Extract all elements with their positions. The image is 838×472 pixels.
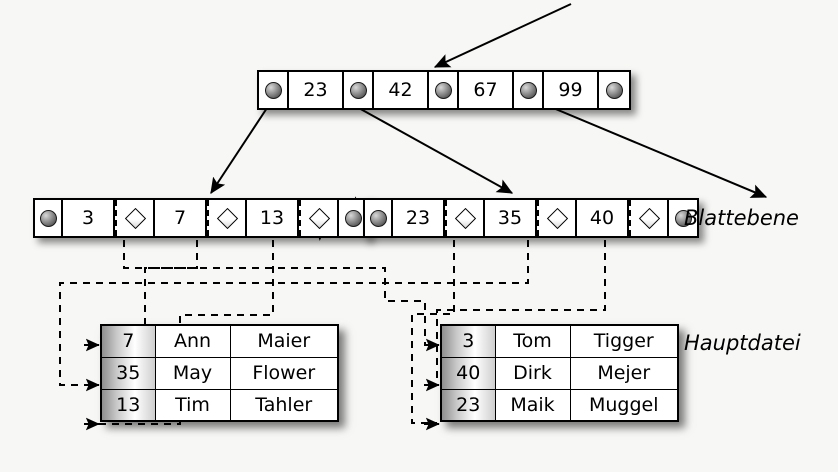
root-pointer-0[interactable] — [259, 72, 289, 108]
pointer-bullet-icon — [605, 81, 623, 99]
pointer-bullet-icon — [264, 81, 282, 99]
leaf-left-prev-pointer[interactable] — [35, 200, 63, 236]
record-key: 7 — [100, 324, 156, 358]
leaf-right-record-pointer-2[interactable] — [629, 200, 669, 236]
root-pointer-2[interactable] — [429, 72, 459, 108]
leaf-right-prev-pointer[interactable] — [365, 200, 393, 236]
leaf-left-record-pointer-1[interactable] — [207, 200, 247, 236]
leaf-right-record-pointer-0[interactable] — [445, 200, 485, 236]
pointer-bullet-icon — [674, 209, 692, 227]
table-row[interactable]: 3 Tom Tigger — [440, 324, 679, 358]
record-key: 13 — [100, 388, 156, 422]
root-key-1: 42 — [374, 72, 429, 108]
leaf-left-key-0: 3 — [63, 200, 115, 236]
pointer-bullet-icon — [369, 209, 387, 227]
root-key-2: 67 — [459, 72, 514, 108]
leaf-right-record-pointer-1[interactable] — [537, 200, 577, 236]
data-table-left[interactable]: 7 Ann Maier 35 May Flower 13 Tim Tahler — [100, 324, 339, 422]
root-pointer-1[interactable] — [344, 72, 374, 108]
diamond-pointer-icon — [546, 207, 568, 229]
record-key: 40 — [440, 356, 496, 390]
root-to-left-leaf-arrow — [210, 107, 268, 195]
root-key-0: 23 — [289, 72, 344, 108]
root-node[interactable]: 23 42 67 99 — [257, 70, 631, 110]
table-row[interactable]: 13 Tim Tahler — [100, 388, 339, 422]
diamond-pointer-icon — [308, 207, 330, 229]
leaf-left-key-2: 13 — [247, 200, 299, 236]
diamond-pointer-icon — [124, 207, 146, 229]
leaf-left-record-pointer-0[interactable] — [115, 200, 155, 236]
incoming-root-arrow — [433, 3, 572, 68]
root-to-right-leaf-arrow — [347, 101, 514, 194]
record-last-name: Tigger — [569, 324, 679, 358]
diamond-pointer-icon — [454, 207, 476, 229]
record-last-name: Mejer — [569, 356, 679, 390]
pointer-bullet-icon — [344, 209, 362, 227]
record-first-name: Ann — [154, 324, 231, 358]
record-first-name: Tim — [154, 388, 231, 422]
table-row[interactable]: 7 Ann Maier — [100, 324, 339, 358]
diamond-pointer-icon — [216, 207, 238, 229]
record-last-name: Flower — [229, 356, 339, 390]
leaf-left-key-1: 7 — [155, 200, 207, 236]
record-first-name: May — [154, 356, 231, 390]
record-key: 35 — [100, 356, 156, 390]
pointer-bullet-icon — [434, 81, 452, 99]
pointer-bullet-icon — [349, 81, 367, 99]
leaf-node-right[interactable]: 23 35 40 — [363, 198, 699, 238]
table-row[interactable]: 23 Maik Muggel — [440, 388, 679, 422]
leaf-right-key-1: 35 — [485, 200, 537, 236]
record-first-name: Dirk — [494, 356, 571, 390]
record-key: 23 — [440, 388, 496, 422]
record-last-name: Maier — [229, 324, 339, 358]
dashed-key13-path — [98, 240, 274, 425]
dashed-key3-path — [123, 240, 426, 346]
record-first-name: Tom — [494, 324, 571, 358]
data-table-right[interactable]: 3 Tom Tigger 40 Dirk Mejer 23 Maik Mugge… — [440, 324, 679, 422]
root-pointer-4[interactable] — [599, 72, 629, 108]
dashed-key35-path — [59, 240, 529, 386]
pointer-bullet-icon — [39, 209, 57, 227]
leaf-node-left[interactable]: 3 7 13 — [33, 198, 369, 238]
label-hauptdatei: Hauptdatei — [684, 331, 801, 355]
diamond-pointer-icon — [638, 207, 660, 229]
label-blattebene: Blattebene — [684, 206, 799, 230]
leaf-left-record-pointer-2[interactable] — [299, 200, 339, 236]
leaf-right-key-2: 40 — [577, 200, 629, 236]
pointer-bullet-icon — [519, 81, 537, 99]
leaf-right-key-0: 23 — [393, 200, 445, 236]
record-last-name: Muggel — [569, 388, 679, 422]
table-row[interactable]: 35 May Flower — [100, 356, 339, 390]
record-last-name: Tahler — [229, 388, 339, 422]
root-pointer-3[interactable] — [514, 72, 544, 108]
record-first-name: Maik — [494, 388, 571, 422]
root-key-3: 99 — [544, 72, 599, 108]
record-key: 3 — [440, 324, 496, 358]
table-row[interactable]: 40 Dirk Mejer — [440, 356, 679, 390]
leaf-right-next-pointer[interactable] — [669, 200, 697, 236]
